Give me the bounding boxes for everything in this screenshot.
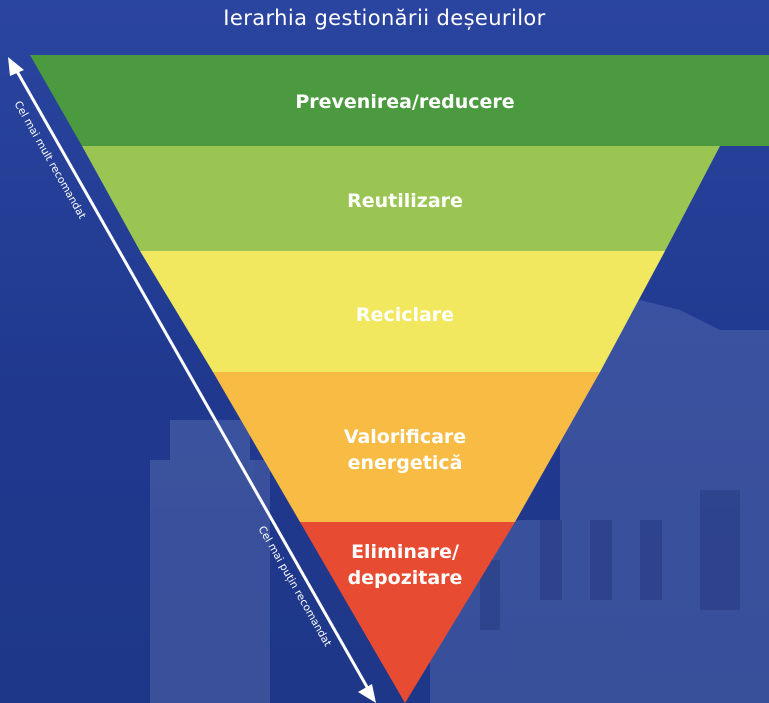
level-valorificare xyxy=(213,372,600,522)
level-label-valorificare: Valorificare energetică xyxy=(343,426,467,474)
level-prevenire xyxy=(30,55,769,146)
arrow-head-top xyxy=(8,57,24,76)
level-label-reutilizare: Reutilizare xyxy=(347,190,463,212)
level-label-reciclare: Reciclare xyxy=(355,304,455,326)
level-label-prevenire: Prevenirea/reducere xyxy=(295,91,515,113)
level-reciclare xyxy=(140,251,665,372)
recommendation-arrow-line xyxy=(12,65,373,695)
diagram-title: Ierarhia gestionării deșeurilor xyxy=(223,6,546,30)
level-label-eliminare: Eliminare/ depozitare xyxy=(347,541,463,589)
arrow-head-bottom xyxy=(358,684,376,703)
level-eliminare xyxy=(300,522,515,703)
level-reutilizare xyxy=(82,146,720,251)
